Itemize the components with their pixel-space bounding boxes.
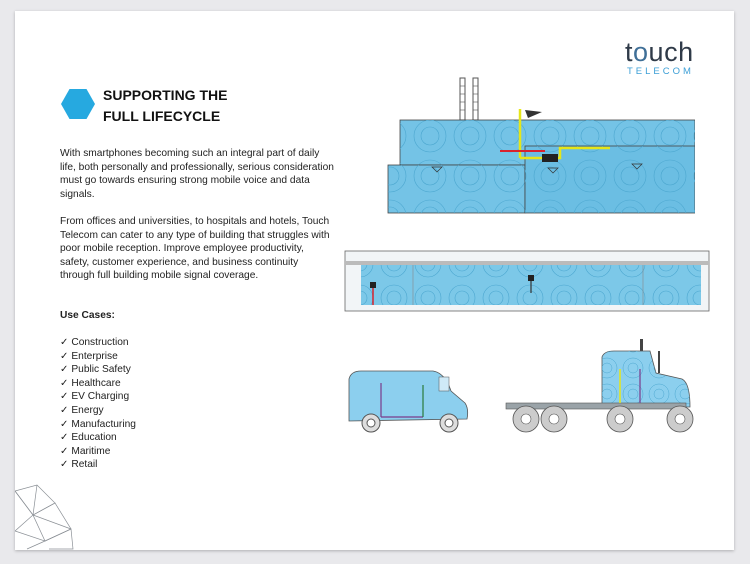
list-item: ✓ Manufacturing	[60, 418, 136, 430]
touch-telecom-logo: touch TELECOM	[625, 37, 694, 77]
list-item: ✓ Energy	[60, 404, 104, 416]
list-item: ✓ EV Charging	[60, 391, 130, 403]
list-item: ✓ Retail	[60, 459, 98, 471]
list-item: ✓ Education	[60, 432, 117, 444]
van-illustration	[348, 370, 469, 433]
list-item: ✓ Maritime	[60, 445, 111, 457]
list-item: ✓ Public Safety	[60, 364, 131, 376]
intro-paragraph: With smartphones becoming such an integr…	[60, 148, 334, 200]
use-cases-list: ✓ Construction ✓ Enterprise ✓ Public Saf…	[60, 336, 136, 472]
list-item: ✓ Construction	[60, 337, 129, 348]
truck-illustration	[505, 339, 694, 433]
coverage-paragraph: From offices and universities, to hospit…	[60, 216, 330, 281]
hexagon-icon	[61, 89, 95, 119]
brochure-page: touch TELECOM SUPPORTING THE FULL LIFECY…	[15, 11, 734, 550]
section-heading: SUPPORTING THE FULL LIFECYCLE	[103, 85, 227, 127]
heading-line-1: SUPPORTING THE	[103, 87, 228, 103]
building-section-illustration	[387, 77, 695, 214]
list-item: ✓ Enterprise	[60, 350, 118, 362]
hall-section-illustration	[344, 250, 710, 312]
logo-subtitle: TELECOM	[627, 66, 694, 77]
list-item: ✓ Healthcare	[60, 377, 121, 389]
heading-line-2: FULL LIFECYCLE	[103, 108, 221, 124]
use-cases-title: Use Cases:	[60, 310, 115, 321]
decorative-polygon-graphic	[15, 484, 74, 550]
